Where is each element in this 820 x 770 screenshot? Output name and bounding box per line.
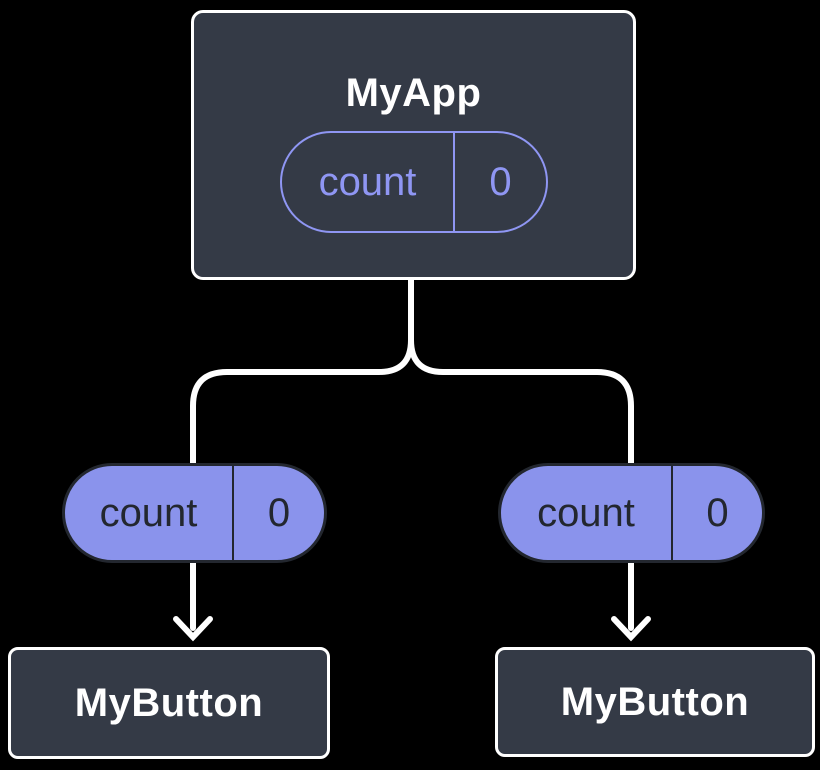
state-pill-value: 0 — [489, 159, 512, 204]
node-mybutton-left-title: MyButton — [74, 680, 264, 725]
prop-pill-name: count — [65, 466, 234, 560]
node-mybutton-left: MyButton — [8, 647, 330, 759]
node-myapp-title: MyApp — [345, 71, 482, 115]
node-myapp: MyApp count 0 — [191, 10, 636, 280]
prop-pill-value: 0 — [706, 490, 729, 535]
state-pill-name: count — [282, 133, 455, 231]
arrow-head-icon — [173, 616, 213, 642]
connector-root-to-left-child — [190, 274, 414, 469]
node-mybutton-right: MyButton — [495, 647, 815, 757]
prop-pill-name: count — [501, 466, 673, 560]
arrow-head-icon — [611, 616, 651, 642]
prop-pill-right: count 0 — [498, 463, 765, 563]
prop-pill-left: count 0 — [62, 463, 327, 563]
prop-pill-value: 0 — [267, 490, 291, 535]
arrow-down-right — [611, 557, 651, 642]
arrow-down-left — [173, 557, 213, 642]
connector-root-to-right-child — [408, 274, 634, 469]
node-mybutton-right-title: MyButton — [560, 679, 750, 724]
state-pill: count 0 — [280, 131, 548, 233]
